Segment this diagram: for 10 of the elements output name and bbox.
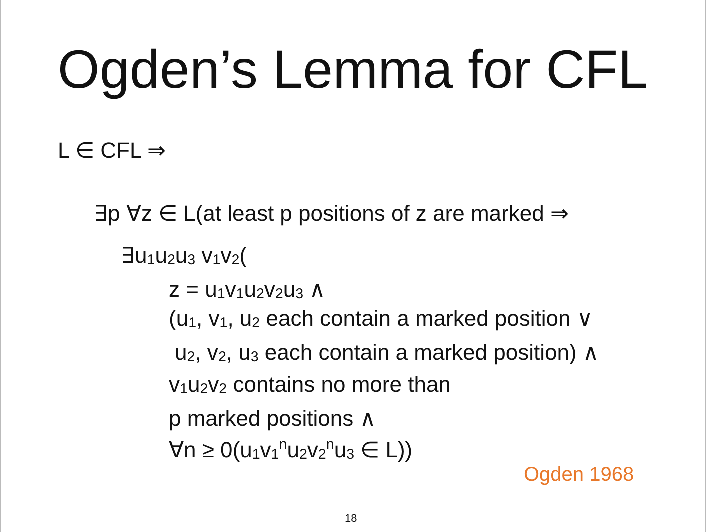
page-number: 18 bbox=[345, 512, 358, 526]
statement-text: L ∈ CFL ⇒ bbox=[58, 137, 166, 165]
citation-text: Ogden 1968 bbox=[524, 463, 634, 488]
formula-text: ∃u$_{1}$u$_{2}$u$_{3}$ v$_{1}$v$_{2}$( bbox=[121, 242, 247, 270]
formula-text: ∀n ≥ 0(u$_{1}$v$_{1}$$^{n}$u$_{2}$v$_{2}$$^{n}$u$_{3}$ ∈ L)) bbox=[169, 436, 413, 465]
formula-text: (u$_{1}$, v$_{1}$, u$_{2}$ each contain a marked position ∨ bbox=[169, 305, 593, 334]
formula-text: z = u$_{1}$v$_{1}$u$_{2}$v$_{2}$u$_{3}$ ∧ bbox=[169, 276, 326, 304]
statement-text: ∃p ∀z ∈ L(at least p positions of z are marked ⇒ bbox=[94, 200, 568, 228]
slide-title: Ogden’s Lemma for CFL bbox=[56, 39, 650, 102]
formula-text: u$_{2}$, v$_{2}$, u$_{3}$ each contain a marked position) ∧ bbox=[175, 339, 599, 368]
